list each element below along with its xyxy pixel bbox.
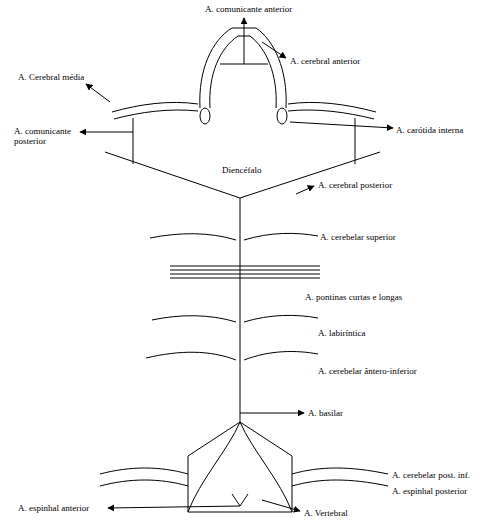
artery-label: Diencéfalo [222,165,261,175]
artery-label: A. labiríntica [318,328,365,338]
artery-label: A. pontinas curtas e longas [305,292,402,302]
artery-label: A. basilar [308,408,343,418]
artery-label: A. Vertebral [304,508,348,518]
artery-label: A. espinhal posterior [392,486,467,496]
artery-label: A. comunicante anterior [205,4,292,14]
artery-label: A. cerebelar superior [320,232,396,242]
artery-label: A. carótida interna [396,125,463,135]
artery-label: A. cerebelar ântero-inferior [318,366,417,376]
artery-label: A. cerebelar post. inf. [392,470,470,480]
artery-label: A. cerebral posterior [318,180,392,190]
artery-label: A. espinhal anterior [18,503,89,513]
artery-label: A. cerebral anterior [290,56,360,66]
artery-label: A. comunicante posterior [14,126,80,146]
artery-label: A. Cerebral média [18,72,84,82]
